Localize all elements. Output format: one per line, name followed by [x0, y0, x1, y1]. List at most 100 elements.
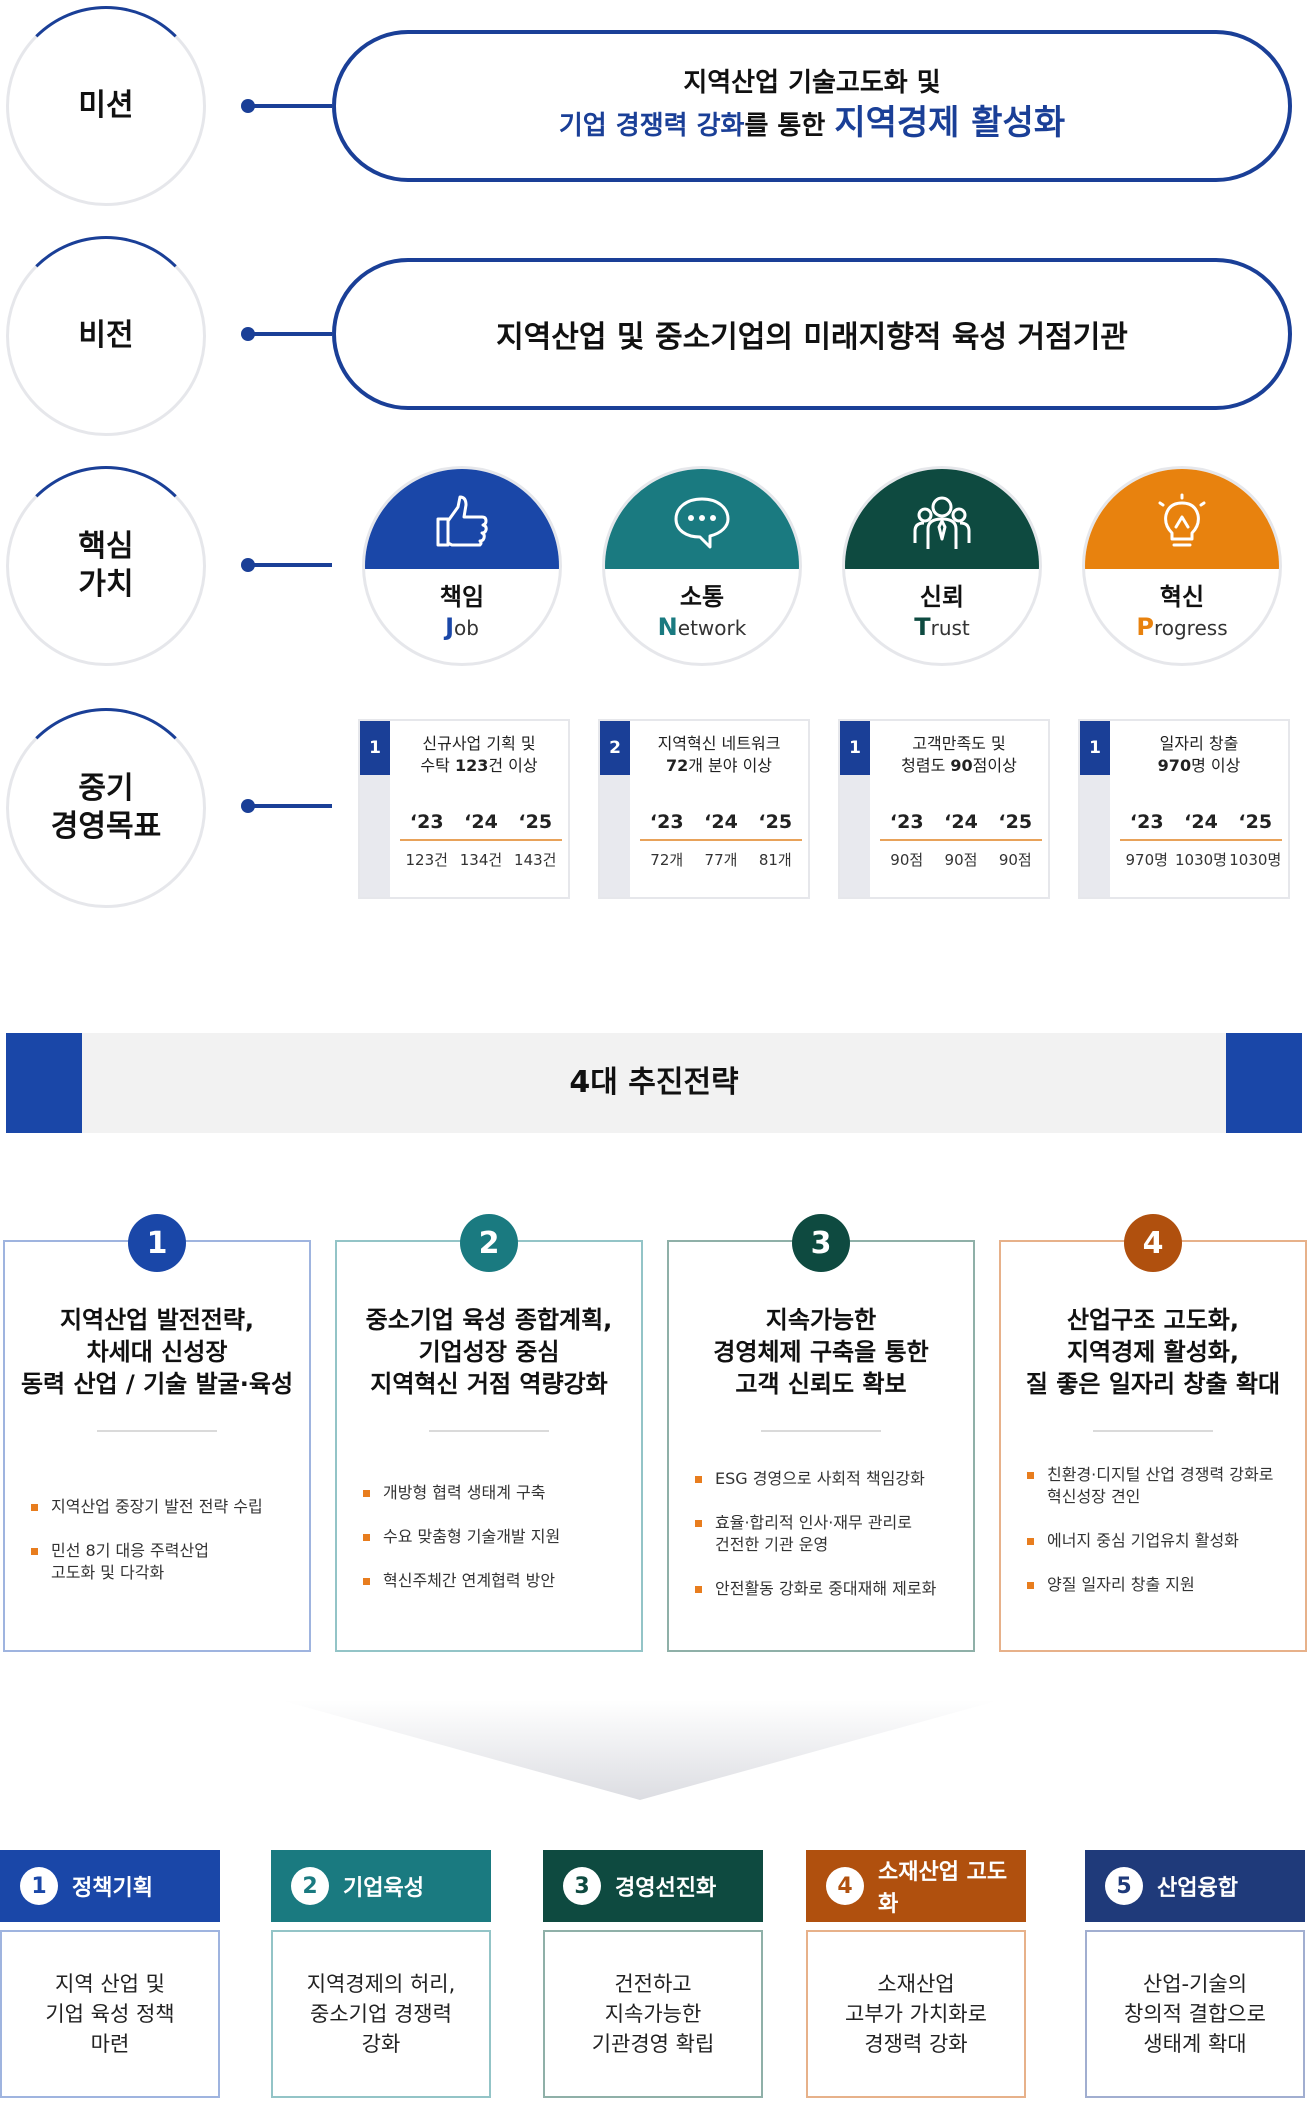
- bottom-goal-header: 4 소재산업 고도화: [806, 1850, 1026, 1922]
- mid-goal-years: ‘23 ‘24 ‘25: [400, 811, 562, 841]
- bottom-goal-label: 정책기획: [72, 1876, 153, 1901]
- mission-emphasis: 지역경제 활성화: [834, 102, 1066, 143]
- core-value-network: 소통 Network: [602, 466, 802, 666]
- mid-goal-value: 1030명: [1229, 851, 1282, 869]
- mid-goal-year: ‘23: [409, 811, 444, 833]
- mid-goal-value: 90점: [944, 851, 978, 869]
- strategy-divider: [429, 1430, 549, 1432]
- bottom-goal-body: 건전하고 지속가능한 기관경영 확립: [543, 1930, 763, 2098]
- vision-label: 비전: [78, 318, 134, 353]
- core-value-eng: Network: [657, 613, 747, 641]
- mid-goal-number: 1: [840, 721, 870, 775]
- core-value-progress: 혁신 Progress: [1082, 466, 1282, 666]
- chat-bubble-icon: [674, 497, 730, 549]
- mission-pill: 지역산업 기술고도화 및 기업 경쟁력 강화를 통한 지역경제 활성화: [332, 30, 1292, 182]
- strategy-item: 혁신주체간 연계협력 방안: [363, 1570, 625, 1592]
- mid-goal-title: 신규사업 기획 및 수탁 123건 이상: [420, 734, 538, 775]
- mid-goal-value: 143건: [514, 851, 557, 869]
- core-value-kor: 혁신: [1159, 583, 1205, 611]
- core-value-kor: 책임: [439, 583, 485, 611]
- bottom-goal-body: 소재산업 고부가 가치화로 경쟁력 강화: [806, 1930, 1026, 2098]
- bottom-goal-label: 소재산업 고도화: [878, 1860, 1008, 1917]
- strategy-item: 개방형 협력 생태계 구축: [363, 1482, 625, 1504]
- vision-connector-line: [248, 332, 332, 336]
- mid-goal-years: ‘23‘24‘25: [880, 811, 1042, 841]
- core-value-kor: 소통: [679, 583, 725, 611]
- core-value-job: 책임 Job: [362, 466, 562, 666]
- mid-goal-year: ‘25: [518, 811, 553, 833]
- mid-goal-years: ‘23‘24‘25: [1120, 811, 1282, 841]
- strategy-number-badge: 1: [128, 1214, 186, 1272]
- strategy-item: 안전활동 강화로 중대재해 제로화: [695, 1578, 957, 1600]
- mid-goal-value: 90점: [890, 851, 924, 869]
- mid-goal-number: 1: [1080, 721, 1110, 775]
- bottom-goal-number: 5: [1105, 1867, 1143, 1905]
- core-value-header: [365, 469, 559, 569]
- strategy-item: 민선 8기 대응 주력산업 고도화 및 다각화: [31, 1540, 293, 1584]
- vision-text: 지역산업 및 중소기업의 미래지향적 육성 거점기관: [496, 320, 1128, 355]
- bottom-goal-body: 지역 산업 및 기업 육성 정책 마련: [0, 1930, 220, 2098]
- mid-goal-title: 일자리 창출 970명 이상: [1157, 734, 1241, 775]
- vision-label-circle: 비전: [6, 236, 206, 436]
- mid-goal-value: 1030명: [1175, 851, 1227, 869]
- lightbulb-icon: [1158, 493, 1206, 547]
- strategy-title: 중소기업 육성 종합계획, 기업성장 중심 지역혁신 거점 역량강화: [365, 1306, 613, 1398]
- mid-goal-number: 1: [360, 721, 390, 775]
- mid-goal-value: 970명: [1125, 851, 1168, 869]
- strategy-item: 양질 일자리 창출 지원: [1027, 1574, 1289, 1596]
- strategy-item: 에너지 중심 기업유치 활성화: [1027, 1530, 1289, 1552]
- bottom-goal-header: 1 정책기획: [0, 1850, 220, 1922]
- strategy-item: 지역산업 중장기 발전 전략 수립: [31, 1496, 293, 1518]
- bottom-goal-body: 지역경제의 허리, 중소기업 경쟁력 강화: [271, 1930, 491, 2098]
- mission-line-2: 기업 경쟁력 강화를 통한 지역경제 활성화: [559, 101, 1065, 148]
- strategy-title: 지역산업 발전전략, 차세대 신성장 동력 산업 / 기술 발굴·육성: [20, 1306, 294, 1398]
- bottom-goal-body: 산업-기술의 창의적 결합으로 생태계 확대: [1085, 1930, 1305, 2098]
- mid-goal-number: 2: [600, 721, 630, 775]
- mid-goal-title: 지역혁신 네트워크 72개 분야 이상: [657, 734, 781, 775]
- bottom-goal-number: 1: [20, 1867, 58, 1905]
- strategy-banner: 4대 추진전략: [6, 1033, 1302, 1133]
- strategy-item: 수요 맞춤형 기술개발 지원: [363, 1526, 625, 1548]
- mid-goal-year: ‘23: [1129, 811, 1164, 833]
- bottom-goal-label: 경영선진화: [615, 1876, 717, 1901]
- strategy-item: 효율·합리적 인사·재무 관리로 건전한 기관 운영: [695, 1512, 957, 1556]
- banner-left-bar: [6, 1033, 82, 1133]
- core-value-eng: Progress: [1136, 613, 1228, 641]
- bottom-goal-label: 기업육성: [343, 1876, 424, 1901]
- mission-label-circle: 미션: [6, 6, 206, 206]
- core-value-kor: 신뢰: [919, 583, 965, 611]
- core-value-eng: Job: [445, 613, 479, 641]
- mid-goal-year: ‘24: [1184, 811, 1218, 833]
- mid-goal-year: ‘23: [889, 811, 924, 833]
- strategy-banner-title: 4대 추진전략: [569, 1065, 739, 1100]
- goals-label: 중기 경영목표: [50, 771, 162, 844]
- mid-goal-year: ‘24: [704, 811, 738, 833]
- bottom-goal-number: 4: [826, 1867, 864, 1905]
- strategy-divider: [761, 1430, 881, 1432]
- mid-goal-value: 81개: [758, 851, 792, 869]
- bottom-goal-number: 2: [291, 1867, 329, 1905]
- mission-connector-line: [248, 104, 332, 108]
- mid-goal-value: 134건: [459, 851, 503, 869]
- mission-label: 미션: [78, 88, 134, 123]
- banner-right-bar: [1226, 1033, 1302, 1133]
- core-value-eng: Trust: [914, 613, 970, 641]
- goals-connector-line: [248, 804, 332, 808]
- strategy-title: 지속가능한 경영체제 구축을 통한 고객 신뢰도 확보: [713, 1306, 929, 1398]
- mid-goal-year: ‘24: [464, 811, 498, 833]
